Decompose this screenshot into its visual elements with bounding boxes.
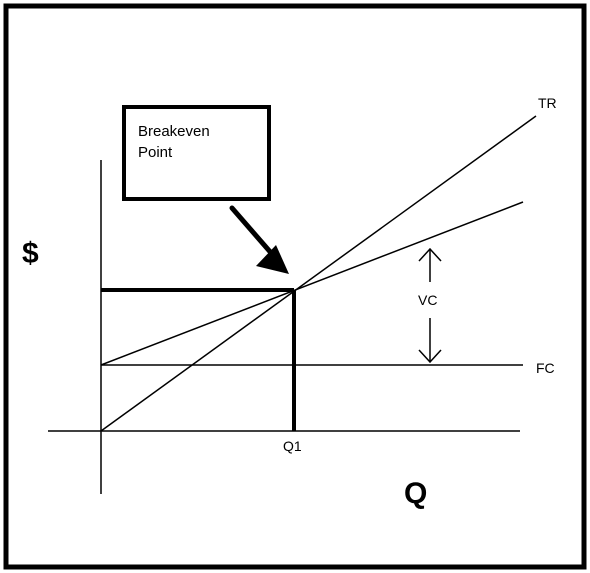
vc-down-arrow (418, 318, 442, 364)
vc-label: VC (418, 292, 437, 308)
fc-label: FC (536, 360, 555, 376)
vc-up-arrow (418, 247, 442, 282)
breakeven-callout-box (122, 105, 271, 201)
diagram-frame (3, 3, 587, 570)
tr-label: TR (538, 95, 557, 111)
callout-label-line2: Point (138, 144, 173, 161)
y-axis-label: $ (22, 237, 39, 270)
x-axis-label: Q (404, 477, 427, 510)
total-cost-line (100, 201, 524, 366)
q1-label: Q1 (283, 438, 302, 454)
breakeven-callout-arrow (229, 205, 289, 274)
total-revenue-line (100, 115, 537, 432)
callout-label-line1: Breakeven (138, 123, 210, 140)
